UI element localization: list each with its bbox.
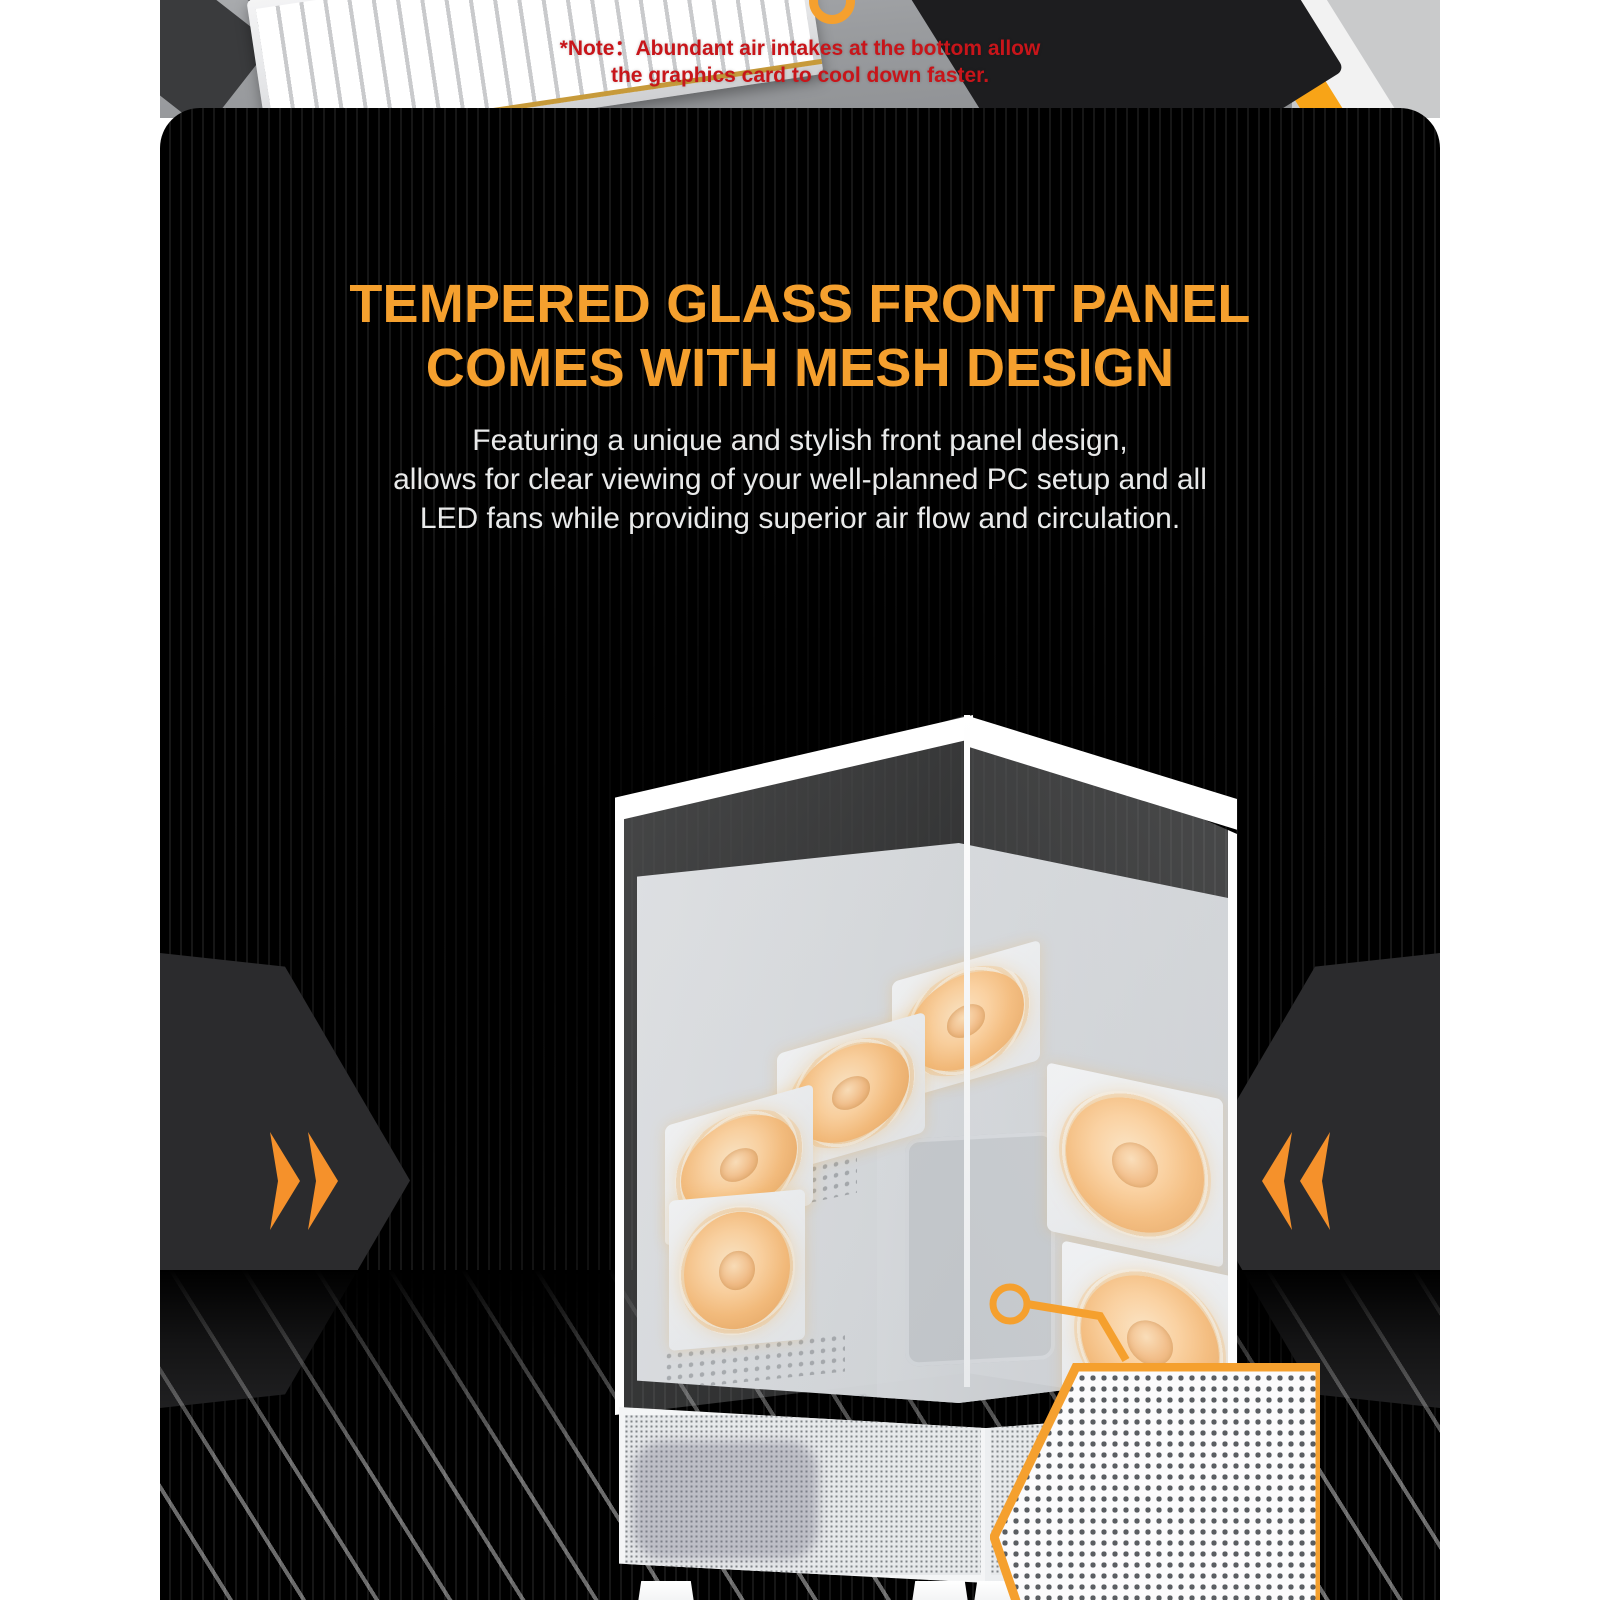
- case-foot: [909, 1581, 971, 1600]
- shroud-face-left: [619, 1407, 987, 1583]
- chevron-group-left: [1260, 1131, 1332, 1230]
- body-line-2: allows for clear viewing of your well-pl…: [393, 463, 1207, 497]
- psu-shadow: [633, 1441, 818, 1559]
- footnote-line-1: *Note：Abundant air intakes at the bottom…: [559, 37, 1041, 60]
- mesh-intake-left: [625, 1415, 981, 1575]
- glass-corner-seam: [964, 715, 970, 1387]
- headline-line-2: COMES WITH MESH DESIGN: [425, 337, 1175, 398]
- chevron-right-icon: [268, 1131, 302, 1230]
- feature-panel: TEMPERED GLASS FRONT PANEL COMES WITH ME…: [160, 108, 1440, 1600]
- tempered-glass-right-panel: [967, 715, 1237, 1415]
- chevron-left-icon: [1298, 1131, 1332, 1230]
- body-line-1: Featuring a unique and stylish front pan…: [472, 424, 1128, 458]
- footnote-text: *Note：Abundant air intakes at the bottom…: [160, 36, 1440, 90]
- footnote-line-2: the graphics card to cool down faster.: [610, 63, 990, 87]
- case-foot: [635, 1581, 697, 1600]
- chevron-group-right: [268, 1131, 340, 1230]
- body-line-3: LED fans while providing superior air fl…: [419, 501, 1181, 535]
- tempered-glass-left-panel: [615, 715, 967, 1415]
- top-photo-strip: *Note：Abundant air intakes at the bottom…: [160, 0, 1440, 118]
- chevron-right-icon: [306, 1131, 340, 1230]
- orange-ring-accent: [809, 0, 855, 24]
- copy-block: TEMPERED GLASS FRONT PANEL COMES WITH ME…: [160, 273, 1440, 539]
- body-copy: Featuring a unique and stylish front pan…: [160, 422, 1440, 538]
- callout-hex-border: [990, 1363, 1320, 1600]
- chevron-left-icon: [1260, 1131, 1294, 1230]
- headline-line-1: TEMPERED GLASS FRONT PANEL: [349, 274, 1251, 334]
- page-title: TEMPERED GLASS FRONT PANEL COMES WITH ME…: [160, 273, 1440, 400]
